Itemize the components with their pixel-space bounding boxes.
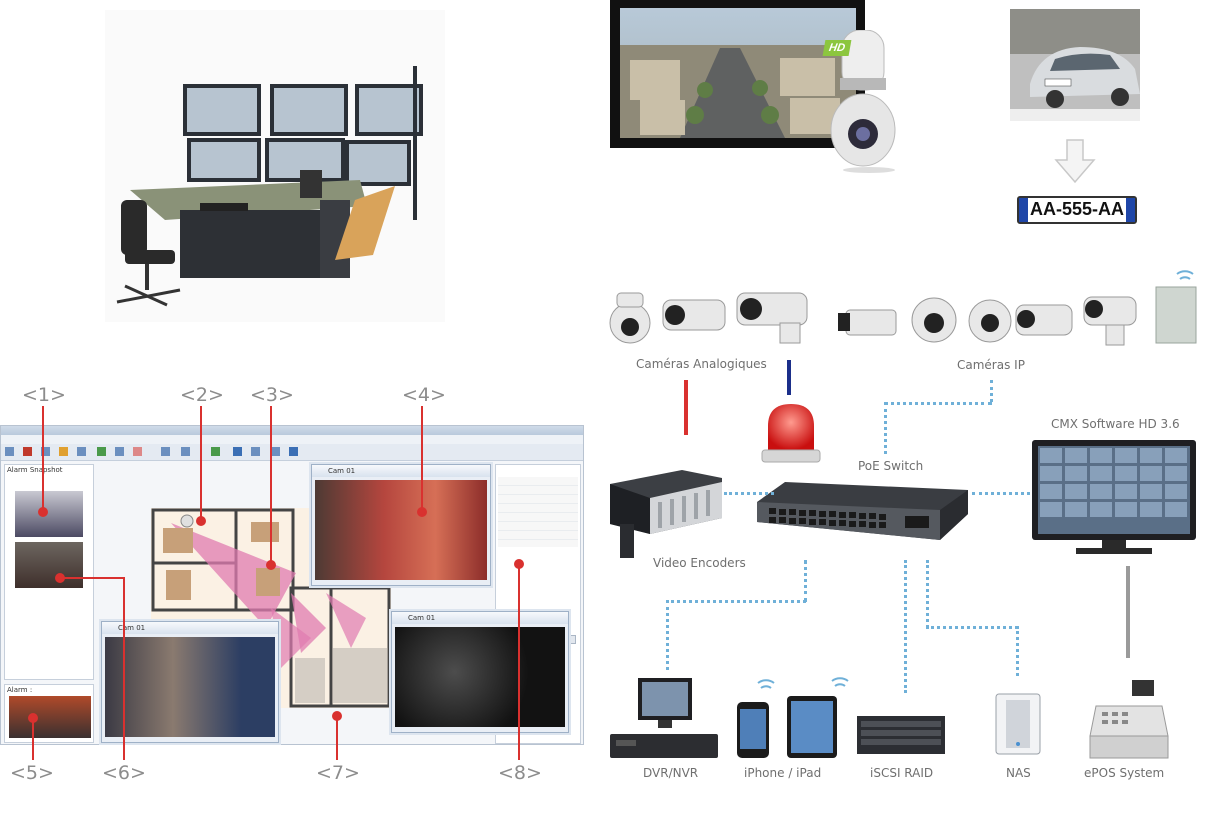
cmx-software-label: CMX Software HD 3.6 — [1051, 417, 1180, 431]
car-photo — [1010, 9, 1140, 121]
device-label-dvr-nvr: DVR/NVR — [643, 766, 699, 780]
down-arrow-icon — [1052, 138, 1098, 184]
ip-cameras — [836, 285, 1146, 355]
callout-6: <6> — [102, 762, 146, 784]
callout-5: <5> — [10, 762, 54, 784]
switch-nas-connector — [1016, 626, 1019, 676]
toolbar — [1, 444, 583, 461]
callout-leader-lines — [28, 406, 524, 760]
switch-nas-connector — [926, 626, 1018, 629]
switch-raid-connector — [904, 560, 907, 693]
wireless-access-point — [1150, 265, 1200, 347]
analog-cameras-label: Caméras Analogiques — [636, 357, 767, 371]
alarm-cable — [787, 360, 791, 395]
menu-bar — [1, 435, 583, 444]
poe-switch — [755, 480, 970, 560]
poe-switch-label: PoE Switch — [858, 459, 924, 473]
alarm-label: Alarm : — [7, 686, 33, 694]
alarm-panel: Alarm : — [4, 684, 94, 743]
cctv-software-window: Alarm Snapshot Alarm : Cam 0 — [0, 425, 584, 745]
switch-dvr-connector — [666, 600, 669, 670]
cmx-epos-connector — [1126, 566, 1130, 658]
ip-cameras-label: Caméras IP — [957, 358, 1025, 372]
ip-camera-connector — [884, 402, 887, 454]
ip-camera-connector — [884, 402, 992, 405]
callout-8: <8> — [498, 762, 542, 784]
epos-device — [1086, 676, 1172, 760]
control-room-photo — [105, 10, 445, 322]
license-plate: AA-555-AA — [1017, 196, 1137, 224]
switch-cmx-connector — [972, 492, 1030, 495]
device-label-iscsi-raid: iSCSI RAID — [870, 766, 934, 780]
callout-1: <1> — [22, 384, 66, 406]
device-label-epos: ePOS System — [1084, 766, 1165, 780]
callout-3: <3> — [250, 384, 294, 406]
alarm-thumbnail[interactable] — [9, 696, 91, 738]
callout-4: <4> — [402, 384, 446, 406]
ip-camera-connector — [990, 380, 993, 402]
alarm-beacon — [756, 398, 826, 468]
camera-window[interactable]: Cam 01 — [391, 611, 569, 733]
device-label-nas: NAS — [1006, 766, 1031, 780]
ptz-dome-camera: HD — [822, 29, 904, 175]
snapshot-thumbnail[interactable] — [15, 491, 83, 537]
camera-window[interactable]: Cam 01 — [101, 621, 279, 743]
camera-window[interactable]: Cam 01 — [311, 464, 491, 586]
encoder-switch-connector — [724, 492, 774, 495]
video-encoders — [606, 468, 724, 560]
switch-dvr-connector — [666, 600, 806, 603]
hd-badge: HD — [822, 40, 852, 56]
alarm-snapshot-panel: Alarm Snapshot — [4, 464, 94, 680]
hd-tv-screen — [610, 0, 865, 148]
cmx-monitor — [1032, 440, 1196, 558]
device-label-iphone-ipad: iPhone / iPad — [744, 766, 822, 780]
iscsi-raid-device — [855, 712, 947, 758]
dvr-nvr-device — [608, 676, 720, 760]
analog-cable — [684, 380, 688, 435]
switch-dvr-connector — [804, 560, 807, 602]
callout-2: <2> — [180, 384, 224, 406]
iphone-ipad-devices — [735, 676, 855, 760]
alarm-snapshot-label: Alarm Snapshot — [7, 466, 63, 474]
video-encoders-label: Video Encoders — [653, 556, 746, 570]
nas-device — [992, 690, 1044, 758]
analog-cameras — [605, 285, 825, 355]
snapshot-thumbnail[interactable] — [15, 542, 83, 588]
callout-7: <7> — [316, 762, 360, 784]
switch-nas-connector — [926, 560, 929, 628]
